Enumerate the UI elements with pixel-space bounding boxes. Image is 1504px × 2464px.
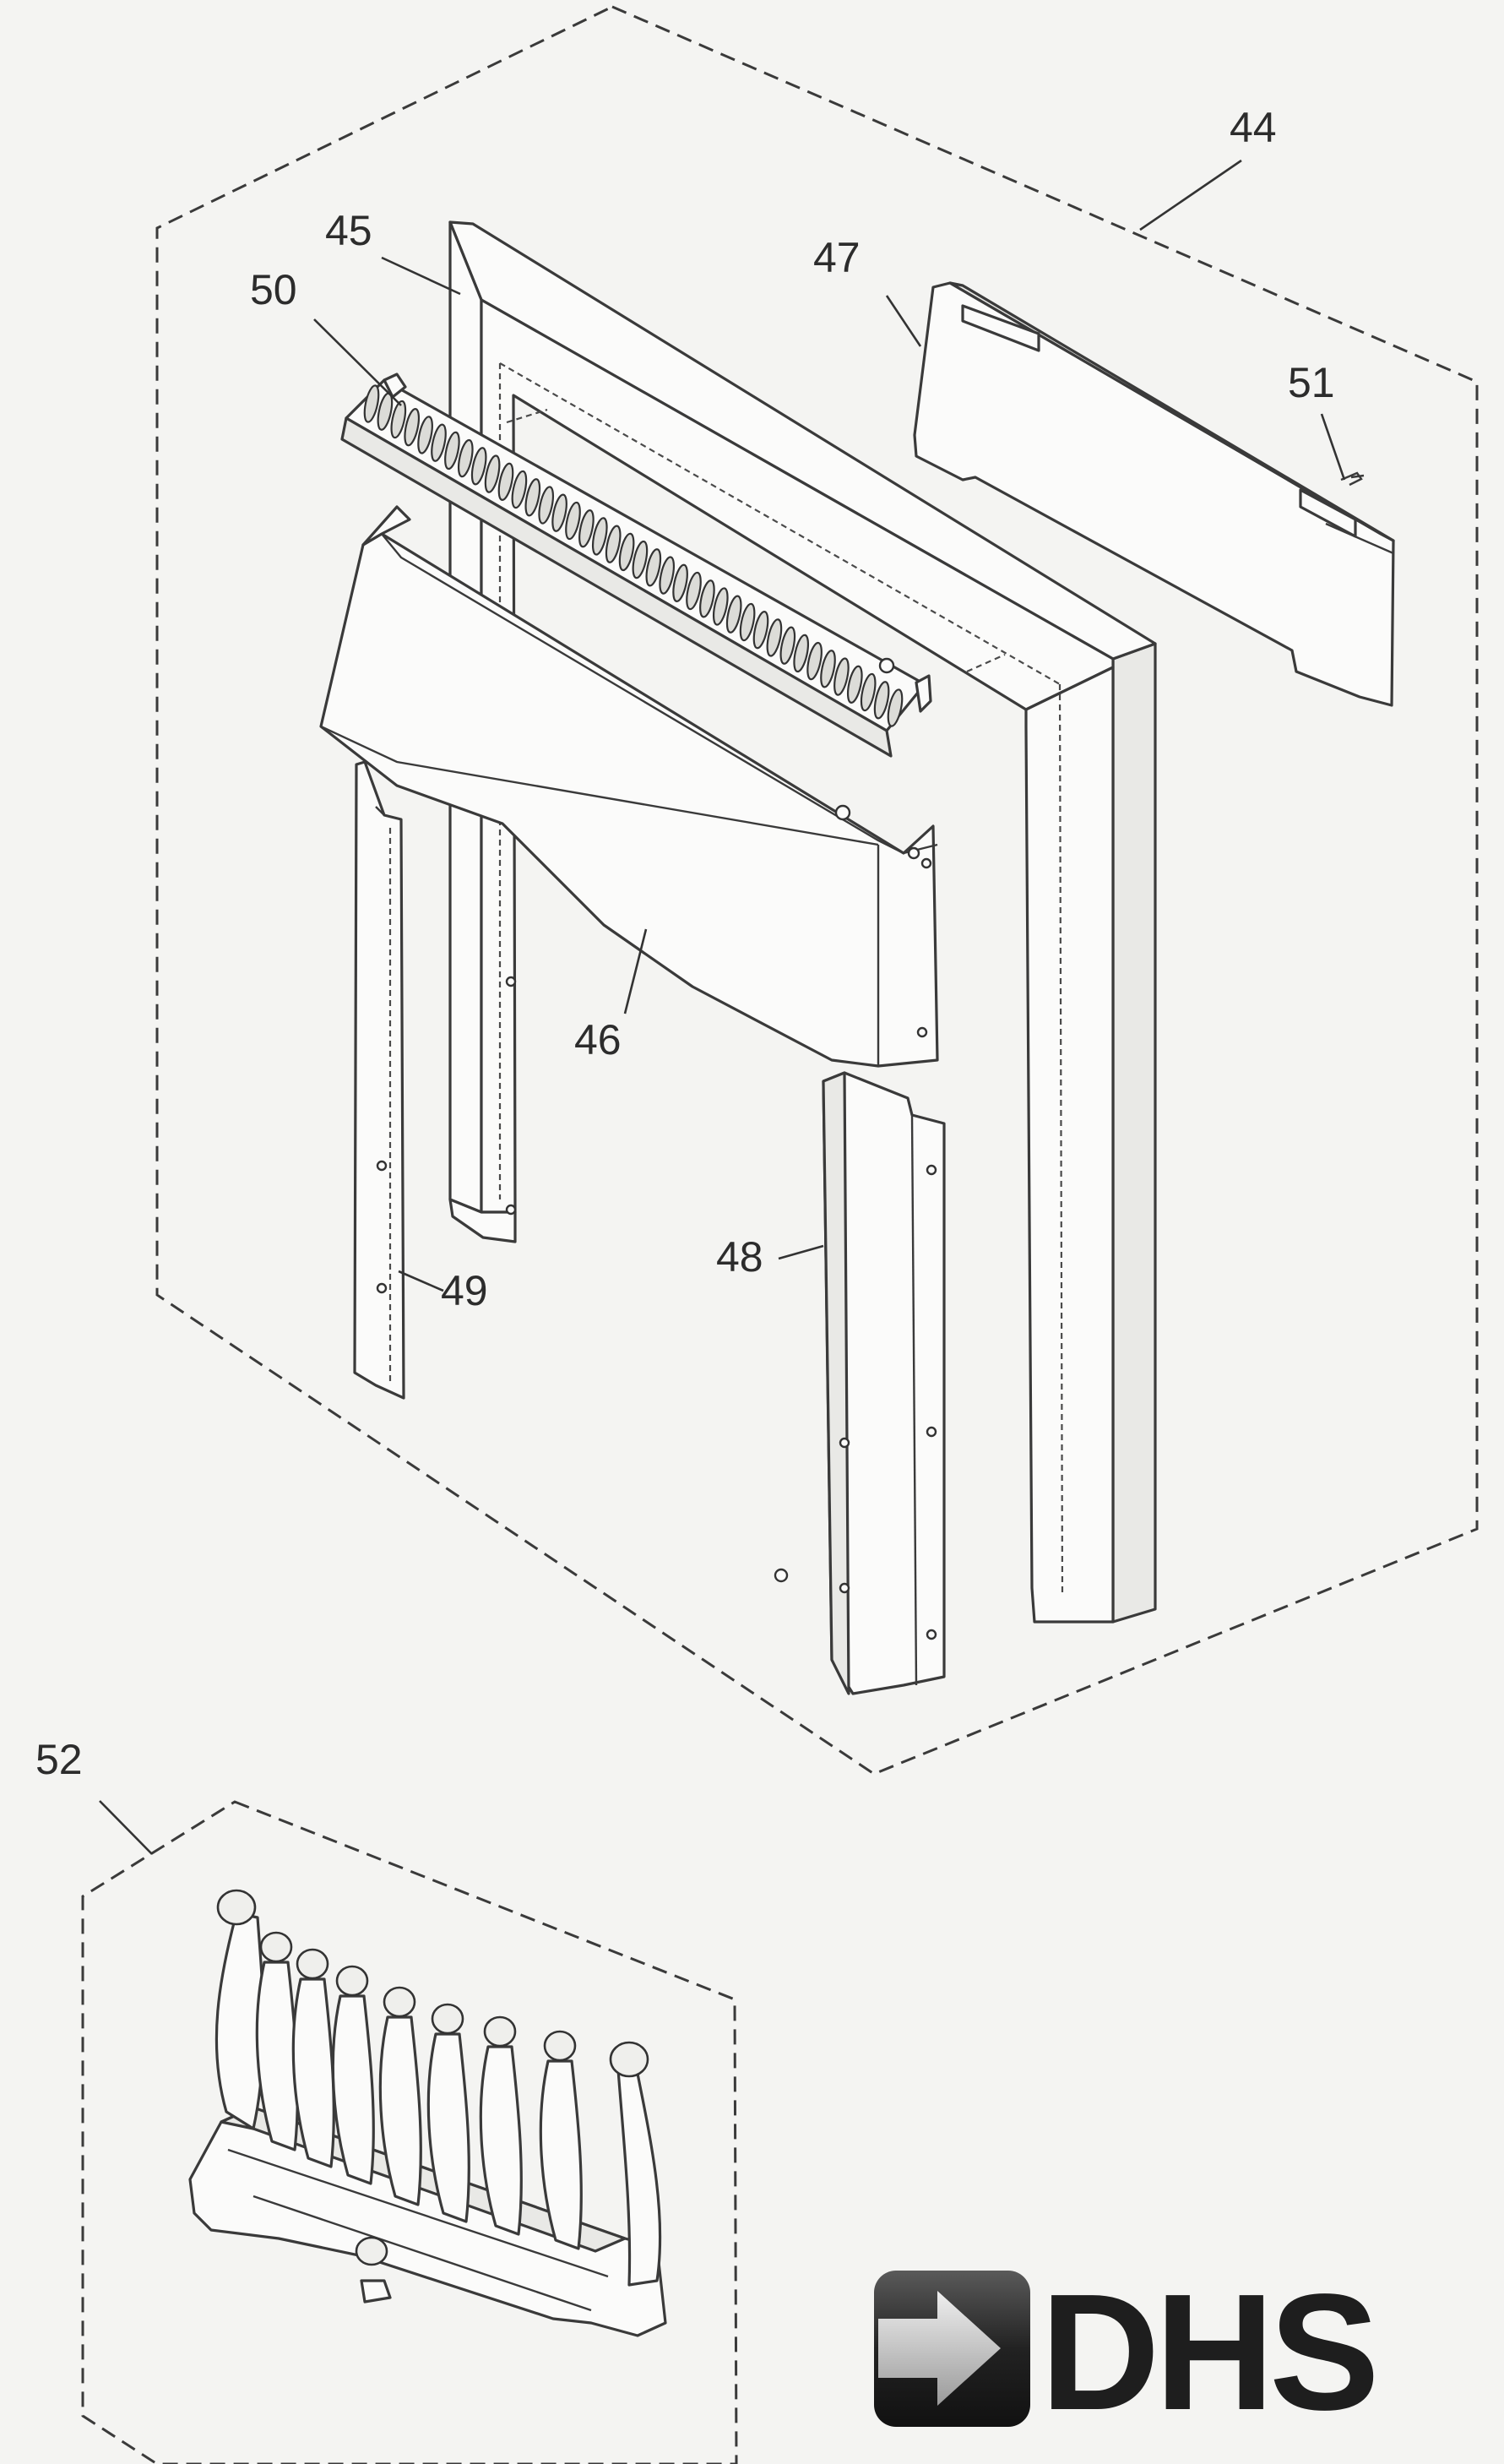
louvre-slot <box>887 688 904 727</box>
fret-bar <box>255 1961 299 2151</box>
part-52-fire-front-fret <box>188 1889 667 2337</box>
louvre-slot <box>417 416 433 454</box>
louvre-slot <box>752 611 769 650</box>
louvre-slot <box>605 525 622 563</box>
louvre-slot <box>672 563 688 602</box>
part-48-right-pillar <box>774 1071 946 1695</box>
louvre-slot <box>444 431 460 470</box>
louvre-slot <box>739 602 756 642</box>
fret-bar <box>426 2032 470 2223</box>
louvre-slot <box>793 634 810 673</box>
louvre-slot <box>431 423 447 462</box>
louvre-slot <box>820 650 836 688</box>
fret-knob <box>483 2015 517 2048</box>
louvre-slot <box>565 501 581 541</box>
louvre-slot <box>363 384 380 423</box>
louvre-slot <box>484 454 501 493</box>
louvre-slot <box>404 408 421 447</box>
logo-text: DHS <box>1040 2260 1375 2445</box>
louvre-slot <box>766 618 783 657</box>
fret-knob <box>543 2030 577 2062</box>
assembly-boundary-44 <box>155 5 1479 1776</box>
fret-knob <box>431 2003 464 2035</box>
fret-knob <box>609 2041 649 2078</box>
louvre-slot <box>457 438 474 478</box>
fret-bar <box>479 2045 523 2236</box>
louvre-slot <box>551 493 567 532</box>
callout-44: 44 <box>1230 104 1277 151</box>
louvre-slot <box>578 509 595 548</box>
fret-knob <box>383 1986 416 2018</box>
fret-knob <box>259 1931 293 1963</box>
fret-bar <box>291 1977 335 2168</box>
callout-46: 46 <box>574 1016 622 1063</box>
leader-lines <box>99 159 1346 1855</box>
fret-bar <box>331 1994 375 2185</box>
callout-50: 50 <box>250 266 297 313</box>
louvre-slot <box>390 400 407 439</box>
fret-bar <box>378 2015 422 2206</box>
arrow-right-icon-shape <box>878 2291 1001 2406</box>
callout-47: 47 <box>813 234 861 281</box>
callout-49: 49 <box>441 1267 488 1314</box>
part-49-left-pillar <box>353 760 405 1400</box>
fret-knob <box>216 1889 257 1926</box>
fret-knob <box>335 1965 369 1997</box>
louvre-slot <box>860 672 877 712</box>
callout-51: 51 <box>1288 359 1335 406</box>
louvre-slot <box>618 532 635 572</box>
louvre-slot <box>659 556 676 595</box>
louvre-slot <box>873 681 890 720</box>
louvre-slot <box>497 462 514 501</box>
louvre-slot <box>591 517 608 556</box>
callout-52: 52 <box>35 1736 83 1783</box>
louvre-slot <box>511 470 528 509</box>
fret-knob <box>296 1948 329 1980</box>
fret-bar <box>539 2059 583 2250</box>
part-46-canopy-hood <box>319 505 939 1068</box>
louvre-slot <box>686 571 702 611</box>
callout-45: 45 <box>325 207 372 254</box>
louvre-slot <box>779 626 796 665</box>
part-50-louvre-grille <box>340 373 932 758</box>
louvre-slot <box>725 595 742 634</box>
louvre-slot <box>846 665 863 704</box>
louvre-slot <box>806 641 823 681</box>
louvre-slot <box>712 587 729 626</box>
louvre-slot <box>470 447 487 486</box>
louvre-slot <box>632 540 649 579</box>
louvre-slot <box>645 548 662 587</box>
callout-48: 48 <box>716 1233 763 1281</box>
assembly-boundary-52 <box>81 1800 738 2464</box>
louvre-slot <box>524 478 541 517</box>
louvre-slot <box>538 486 555 525</box>
part-47-rear-top-plate <box>913 281 1395 707</box>
part-51-clip <box>1340 471 1363 487</box>
louvre-slot <box>699 579 715 618</box>
louvre-slot <box>833 657 850 696</box>
dhs-logo: DHS <box>874 2260 1380 2445</box>
